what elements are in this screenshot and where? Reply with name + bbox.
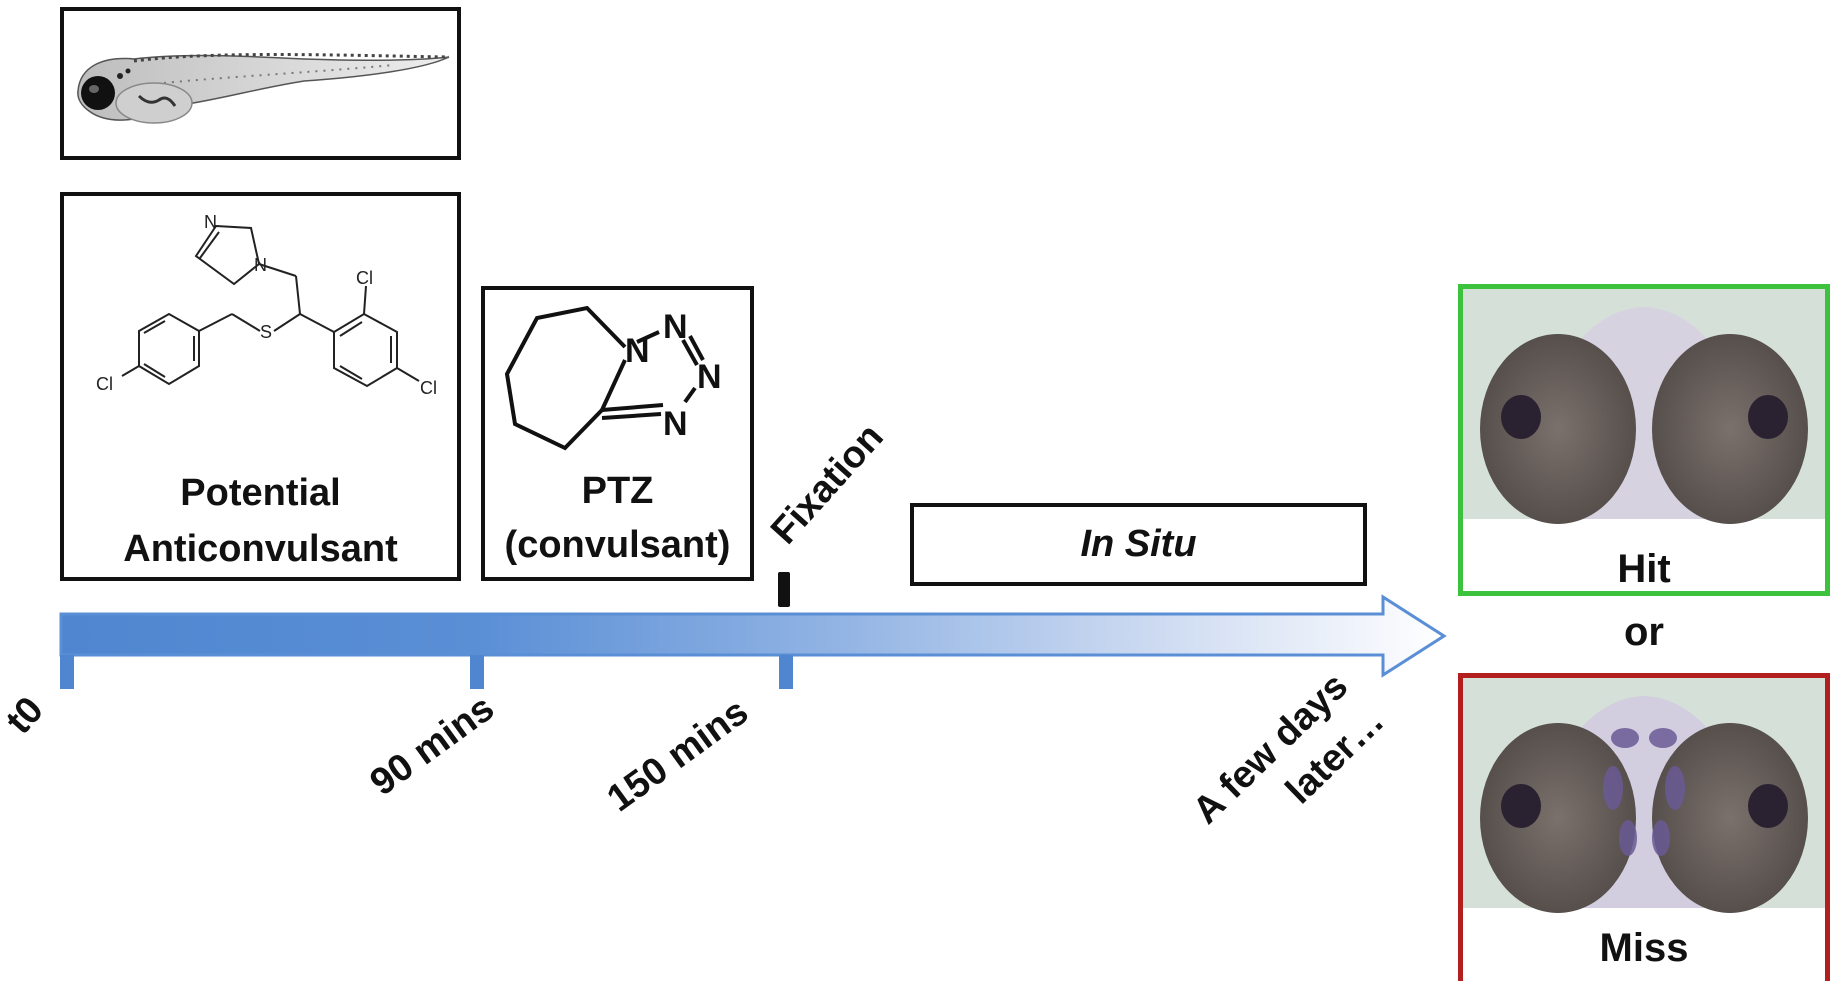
- tick-t0: [60, 655, 74, 689]
- timeline-label-t0: t0: [0, 689, 52, 743]
- zebrafish-larva-image: [77, 53, 450, 124]
- in-situ-label: In Situ: [1080, 523, 1197, 565]
- timeline-label-90: 90 mins: [362, 687, 502, 805]
- atom-cl-left: Cl: [96, 374, 113, 394]
- tick-150: [779, 655, 793, 689]
- atom-cl-right: Cl: [420, 378, 437, 398]
- ptz-label-line2: (convulsant): [504, 524, 731, 566]
- tick-90: [470, 655, 484, 689]
- anticonvulsant-label-line1: Potential: [180, 472, 341, 514]
- ptz-structure: N N N N: [504, 305, 722, 451]
- miss-label: Miss: [1599, 926, 1689, 970]
- anticonvulsant-structure: N N S Cl Cl Cl: [96, 212, 437, 398]
- ptz-atom-n4: N: [663, 405, 688, 443]
- ptz-atom-n2: N: [663, 308, 688, 346]
- atom-cl-top: Cl: [356, 268, 373, 288]
- or-label: or: [1624, 610, 1664, 654]
- atom-n-imidazole-1: N: [204, 212, 217, 232]
- hit-box: Hit: [1458, 284, 1830, 596]
- ptz-label-line1: PTZ: [581, 470, 654, 512]
- anticonvulsant-box: N N S Cl Cl Cl Potential Anticonvulsant: [60, 192, 461, 581]
- fixation-marker: [778, 572, 790, 607]
- timeline-label-150: 150 mins: [599, 690, 757, 821]
- ptz-box: N N N N PTZ (convulsant): [481, 286, 754, 581]
- hit-embryo-image: [1463, 289, 1825, 524]
- ptz-atom-n3: N: [697, 358, 722, 396]
- miss-box: Miss: [1458, 673, 1830, 981]
- atom-s: S: [260, 322, 272, 342]
- atom-n-imidazole-2: N: [254, 255, 267, 275]
- fixation-label: Fixation: [763, 415, 892, 553]
- ptz-atom-n1: N: [625, 332, 650, 370]
- in-situ-box: In Situ: [910, 503, 1367, 586]
- hit-label: Hit: [1617, 547, 1671, 591]
- zebrafish-larva-image-box: [60, 7, 461, 160]
- miss-embryo-image: [1463, 678, 1825, 913]
- anticonvulsant-label-line2: Anticonvulsant: [123, 528, 398, 570]
